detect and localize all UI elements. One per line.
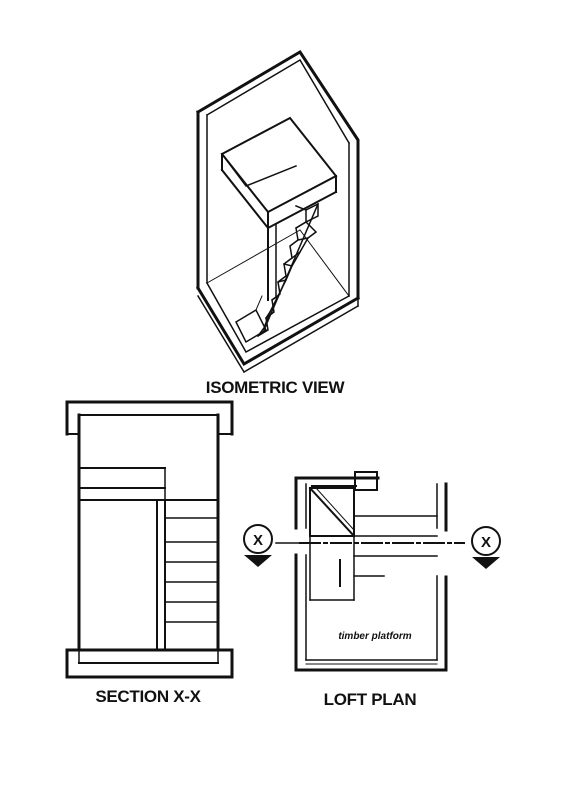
section-marker-left: X	[253, 532, 263, 549]
isometric-view-drawing	[195, 49, 361, 374]
timber-platform-label: timber platform	[338, 631, 411, 642]
loft-plan-label: LOFT PLAN	[324, 690, 417, 709]
section-drawing	[65, 400, 234, 679]
loft-plan-drawing: X X	[243, 471, 501, 672]
section-marker-right: X	[481, 534, 491, 551]
isometric-view-label: ISOMETRIC VIEW	[206, 378, 346, 397]
section-label: SECTION X-X	[95, 687, 201, 706]
